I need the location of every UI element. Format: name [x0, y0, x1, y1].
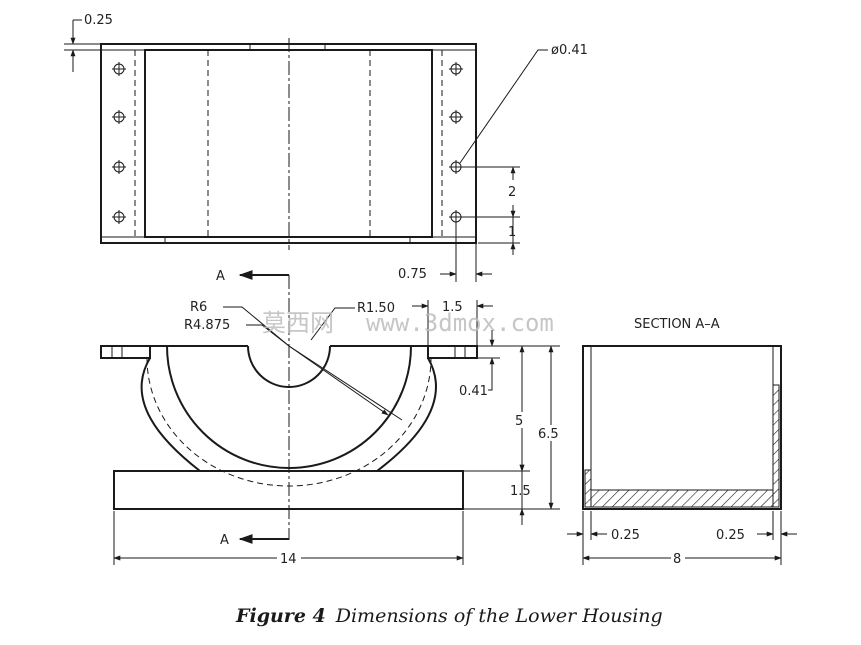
figure-title: Dimensions of the Lower Housing	[335, 605, 663, 627]
dim-height-total: 6.5	[538, 427, 559, 442]
cutting-plane-a-bottom: A	[220, 533, 229, 548]
dim-wall-left: 0.25	[611, 528, 640, 543]
dim-flange-hole: 0.41	[459, 384, 488, 399]
figure-label: Figure 4	[235, 605, 326, 627]
front-view: R6 R4.875 R1.50 1.5 A A 0.41 5 6.5	[100, 269, 566, 567]
section-title: SECTION A–A	[634, 317, 720, 332]
dim-hole-edge: 1	[508, 225, 516, 240]
watermark-cn: 莫西网	[262, 309, 334, 337]
dim-wall-right: 0.25	[716, 528, 745, 543]
dim-height-5: 5	[515, 414, 523, 429]
cutting-plane-a-top: A	[216, 269, 225, 284]
watermark-url: www.3dmox.com	[366, 309, 554, 337]
dim-section-width: 8	[673, 552, 681, 567]
dim-radius-r6: R6	[190, 300, 207, 315]
section-view: SECTION A–A 0.25 0.25 8	[567, 317, 797, 567]
dim-base-height: 1.5	[510, 484, 531, 499]
dim-hole-offset: 0.75	[398, 267, 427, 282]
dim-overall-width: 14	[280, 552, 297, 567]
dim-flange-width: 1.5	[442, 300, 463, 315]
dim-radius-r4875: R4.875	[184, 318, 230, 333]
dim-radius-saddle: R1.50	[357, 301, 395, 316]
dim-hole-diameter: ø0.41	[551, 43, 588, 58]
dim-hole-spacing: 2	[508, 185, 516, 200]
figure-caption: Figure 4 Dimensions of the Lower Housing	[235, 605, 663, 627]
watermark: 莫西网 www.3dmox.com	[262, 309, 554, 337]
bolt-holes	[112, 62, 463, 224]
dim-top-flange: 0.25	[84, 13, 113, 28]
top-view: 0.25 ø0.41 2 1 0.75	[64, 13, 588, 282]
